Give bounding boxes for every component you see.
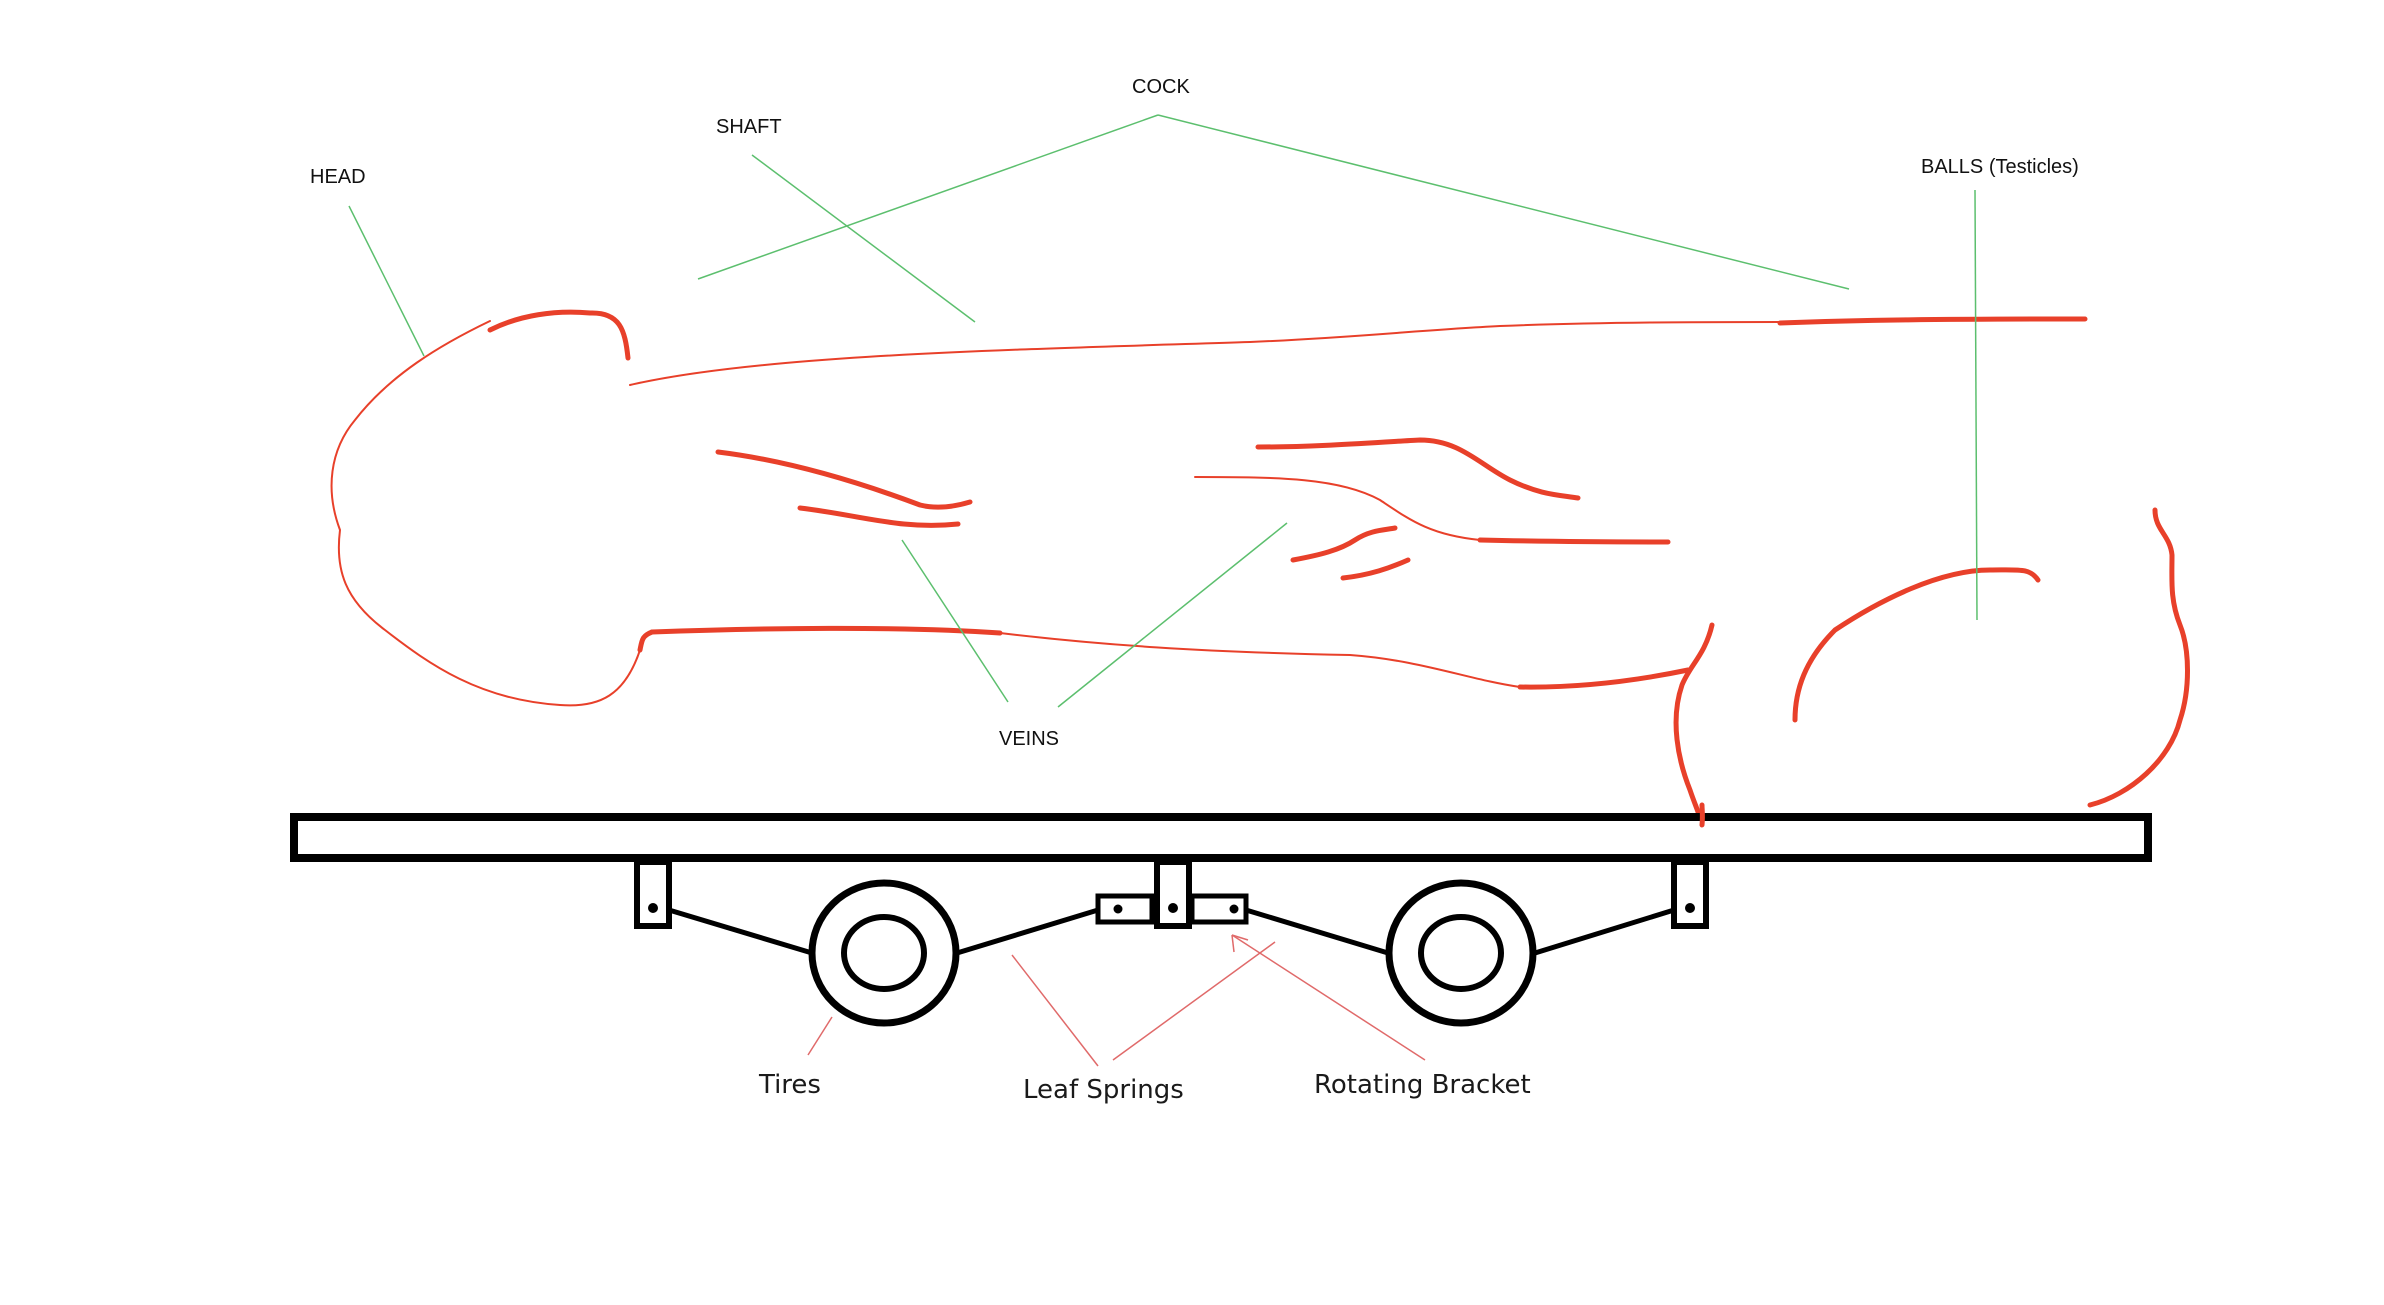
red-leaders <box>807 934 1426 1067</box>
arrowhead-lower <box>1231 934 1249 941</box>
leader-tires <box>807 1016 833 1056</box>
hanger-right <box>1671 859 1709 929</box>
rotating-bracket-left <box>1095 893 1155 925</box>
scrotum-left <box>1673 622 1715 828</box>
hanger-center <box>1154 859 1192 929</box>
vein-6 <box>1340 557 1411 581</box>
shaft-bottom-thick <box>649 625 1003 636</box>
bracket-left-bolt <box>1113 904 1123 914</box>
head-bottom-join <box>637 629 655 653</box>
label-tires: Tires <box>758 1070 821 1100</box>
vein-2 <box>797 505 961 528</box>
leader-leaf-left <box>1011 954 1099 1067</box>
trailer-bed <box>290 813 2152 862</box>
leaf-spring-2a <box>1245 907 1389 956</box>
leaf-spring-2b <box>1534 907 1675 956</box>
vein-mid-thin <box>1194 476 1481 541</box>
tire-right-hub <box>1418 914 1504 992</box>
hanger-right-bolt <box>1685 903 1695 913</box>
leader-leaf-right <box>1112 941 1276 1061</box>
outline-thin <box>330 320 1801 707</box>
scrotum-right <box>2087 507 2190 808</box>
shaft-bottom-outline-thin <box>999 632 1521 688</box>
label-head: HEAD <box>310 166 366 188</box>
leader-veins-left <box>901 539 1009 703</box>
vein-1 <box>715 449 973 510</box>
tire-left-hub <box>841 914 927 992</box>
label-cock: COCK <box>1132 76 1190 98</box>
label-veins: VEINS <box>999 728 1059 750</box>
leader-cock-right <box>1157 114 1850 290</box>
label-rotating-bracket: Rotating Bracket <box>1314 1070 1531 1100</box>
head-outline <box>330 320 641 707</box>
green-leaders <box>348 114 1978 708</box>
leader-veins-right <box>1057 522 1288 708</box>
label-shaft: SHAFT <box>716 116 782 138</box>
hanger-left <box>634 859 672 929</box>
leader-head <box>348 205 425 357</box>
leader-shaft <box>751 154 976 323</box>
vein-4 <box>1477 537 1671 545</box>
leader-rotating-bracket <box>1231 934 1426 1061</box>
label-balls: BALLS (Testicles) <box>1921 156 2079 178</box>
vein-3 <box>1255 437 1581 501</box>
shaft-top-thick <box>1777 316 2088 326</box>
hanger-center-bolt <box>1168 903 1178 913</box>
vein-5 <box>1290 525 1398 563</box>
leader-cock-left <box>697 114 1159 280</box>
label-leaf-springs: Leaf Springs <box>1023 1075 1184 1105</box>
leader-balls <box>1974 189 1978 621</box>
tire-left <box>808 879 960 1027</box>
leaf-springs <box>668 907 1675 956</box>
leaf-spring-1a <box>668 907 813 956</box>
shaft-bottom-end <box>1517 667 1691 690</box>
bracket-right-bolt <box>1229 904 1239 914</box>
leaf-spring-1b <box>956 907 1099 956</box>
tire-right <box>1385 879 1537 1027</box>
shaft-top-outline <box>629 321 1801 386</box>
outline-thick <box>487 309 2190 828</box>
arrowhead-upper <box>1231 934 1235 953</box>
head-top-thick <box>487 309 631 361</box>
hanger-left-bolt <box>648 903 658 913</box>
trailer <box>290 813 2152 1027</box>
labels: HEAD SHAFT COCK BALLS (Testicles) VEINS … <box>310 76 2079 1105</box>
testicle-arc <box>1792 567 2041 723</box>
